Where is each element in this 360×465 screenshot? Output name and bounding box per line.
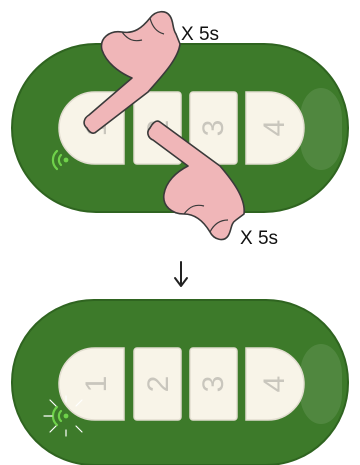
button-3-label: 3 bbox=[197, 120, 230, 137]
button-4-label: 4 bbox=[258, 120, 291, 137]
button-3-step2[interactable]: 3 bbox=[189, 347, 238, 421]
button-1-label-step2: 1 bbox=[80, 376, 113, 393]
down-arrow-icon bbox=[174, 261, 188, 287]
button-2-label-step2: 2 bbox=[142, 376, 175, 393]
hand-top-duration: X 5s bbox=[181, 24, 219, 45]
button-4-step1[interactable]: 4 bbox=[245, 91, 305, 165]
button-2-step2[interactable]: 2 bbox=[133, 347, 182, 421]
signal-waves-icon bbox=[51, 149, 69, 171]
flashing-signal-icon bbox=[43, 395, 83, 437]
pressing-hand-icon-top bbox=[83, 10, 181, 135]
hand-bottom-duration: X 5s bbox=[240, 228, 278, 249]
button-4-step2[interactable]: 4 bbox=[245, 347, 305, 421]
remote-step2: 1 2 3 4 bbox=[11, 299, 349, 465]
button-1-step2[interactable]: 1 bbox=[58, 347, 125, 421]
button-3-label-step2: 3 bbox=[197, 376, 230, 393]
pressing-hand-icon-bottom bbox=[147, 120, 245, 241]
button-4-label-step2: 4 bbox=[258, 376, 291, 393]
